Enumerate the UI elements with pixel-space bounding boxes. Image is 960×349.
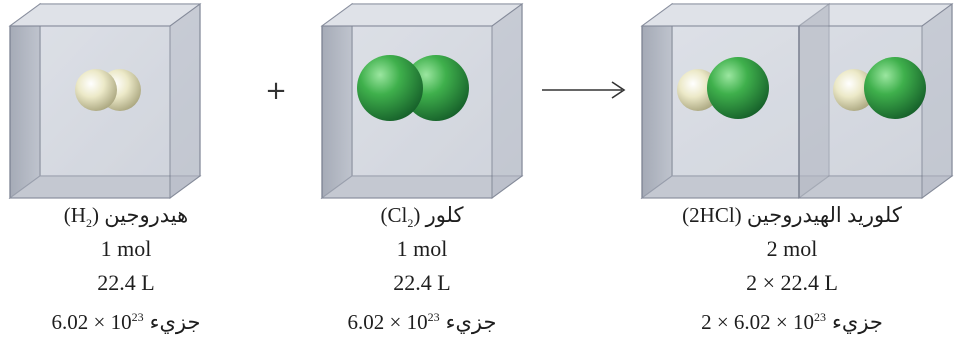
- reaction-arrow: [542, 81, 626, 99]
- moles-value: 1 mol: [396, 236, 448, 261]
- volume-value: 2 × 22.4 L: [746, 270, 838, 295]
- chlorine-atom: [403, 55, 469, 121]
- plus-sign: +: [265, 76, 287, 106]
- volume-value: 22.4 L: [97, 270, 155, 295]
- hydrogen-atom: [75, 69, 117, 111]
- species-name-arabic: هيدروجين: [104, 203, 189, 227]
- hydrogen-box: [8, 2, 202, 200]
- volume-value: 22.4 L: [393, 270, 451, 295]
- chlorine-box: [320, 2, 524, 200]
- species-formula: (Cl2): [380, 203, 421, 231]
- reaction-diagram: +: [8, 2, 954, 200]
- hydrogen-chloride-box: [640, 2, 954, 200]
- species-name: هيدروجين (H2): [6, 198, 246, 232]
- moles-value: 1 mol: [100, 236, 152, 261]
- species-name-arabic: كلوريد الهيدروجين: [746, 203, 902, 227]
- hydrogen-chloride-label: كلوريد الهيدروجين (2HCl) 2 mol 2 × 22.4 …: [662, 198, 922, 334]
- species-name: كلور (Cl2): [302, 198, 542, 232]
- species-formula: (H2): [63, 203, 99, 231]
- species-name-arabic: كلور: [425, 203, 464, 227]
- chlorine-atom: [357, 55, 423, 121]
- moles-value: 2 mol: [766, 236, 818, 261]
- species-name: كلوريد الهيدروجين (2HCl): [662, 198, 922, 232]
- chlorine-atom: [707, 57, 769, 119]
- chlorine-atom: [864, 57, 926, 119]
- species-formula: (2HCl): [682, 203, 742, 227]
- hydrogen-atom: [833, 69, 875, 111]
